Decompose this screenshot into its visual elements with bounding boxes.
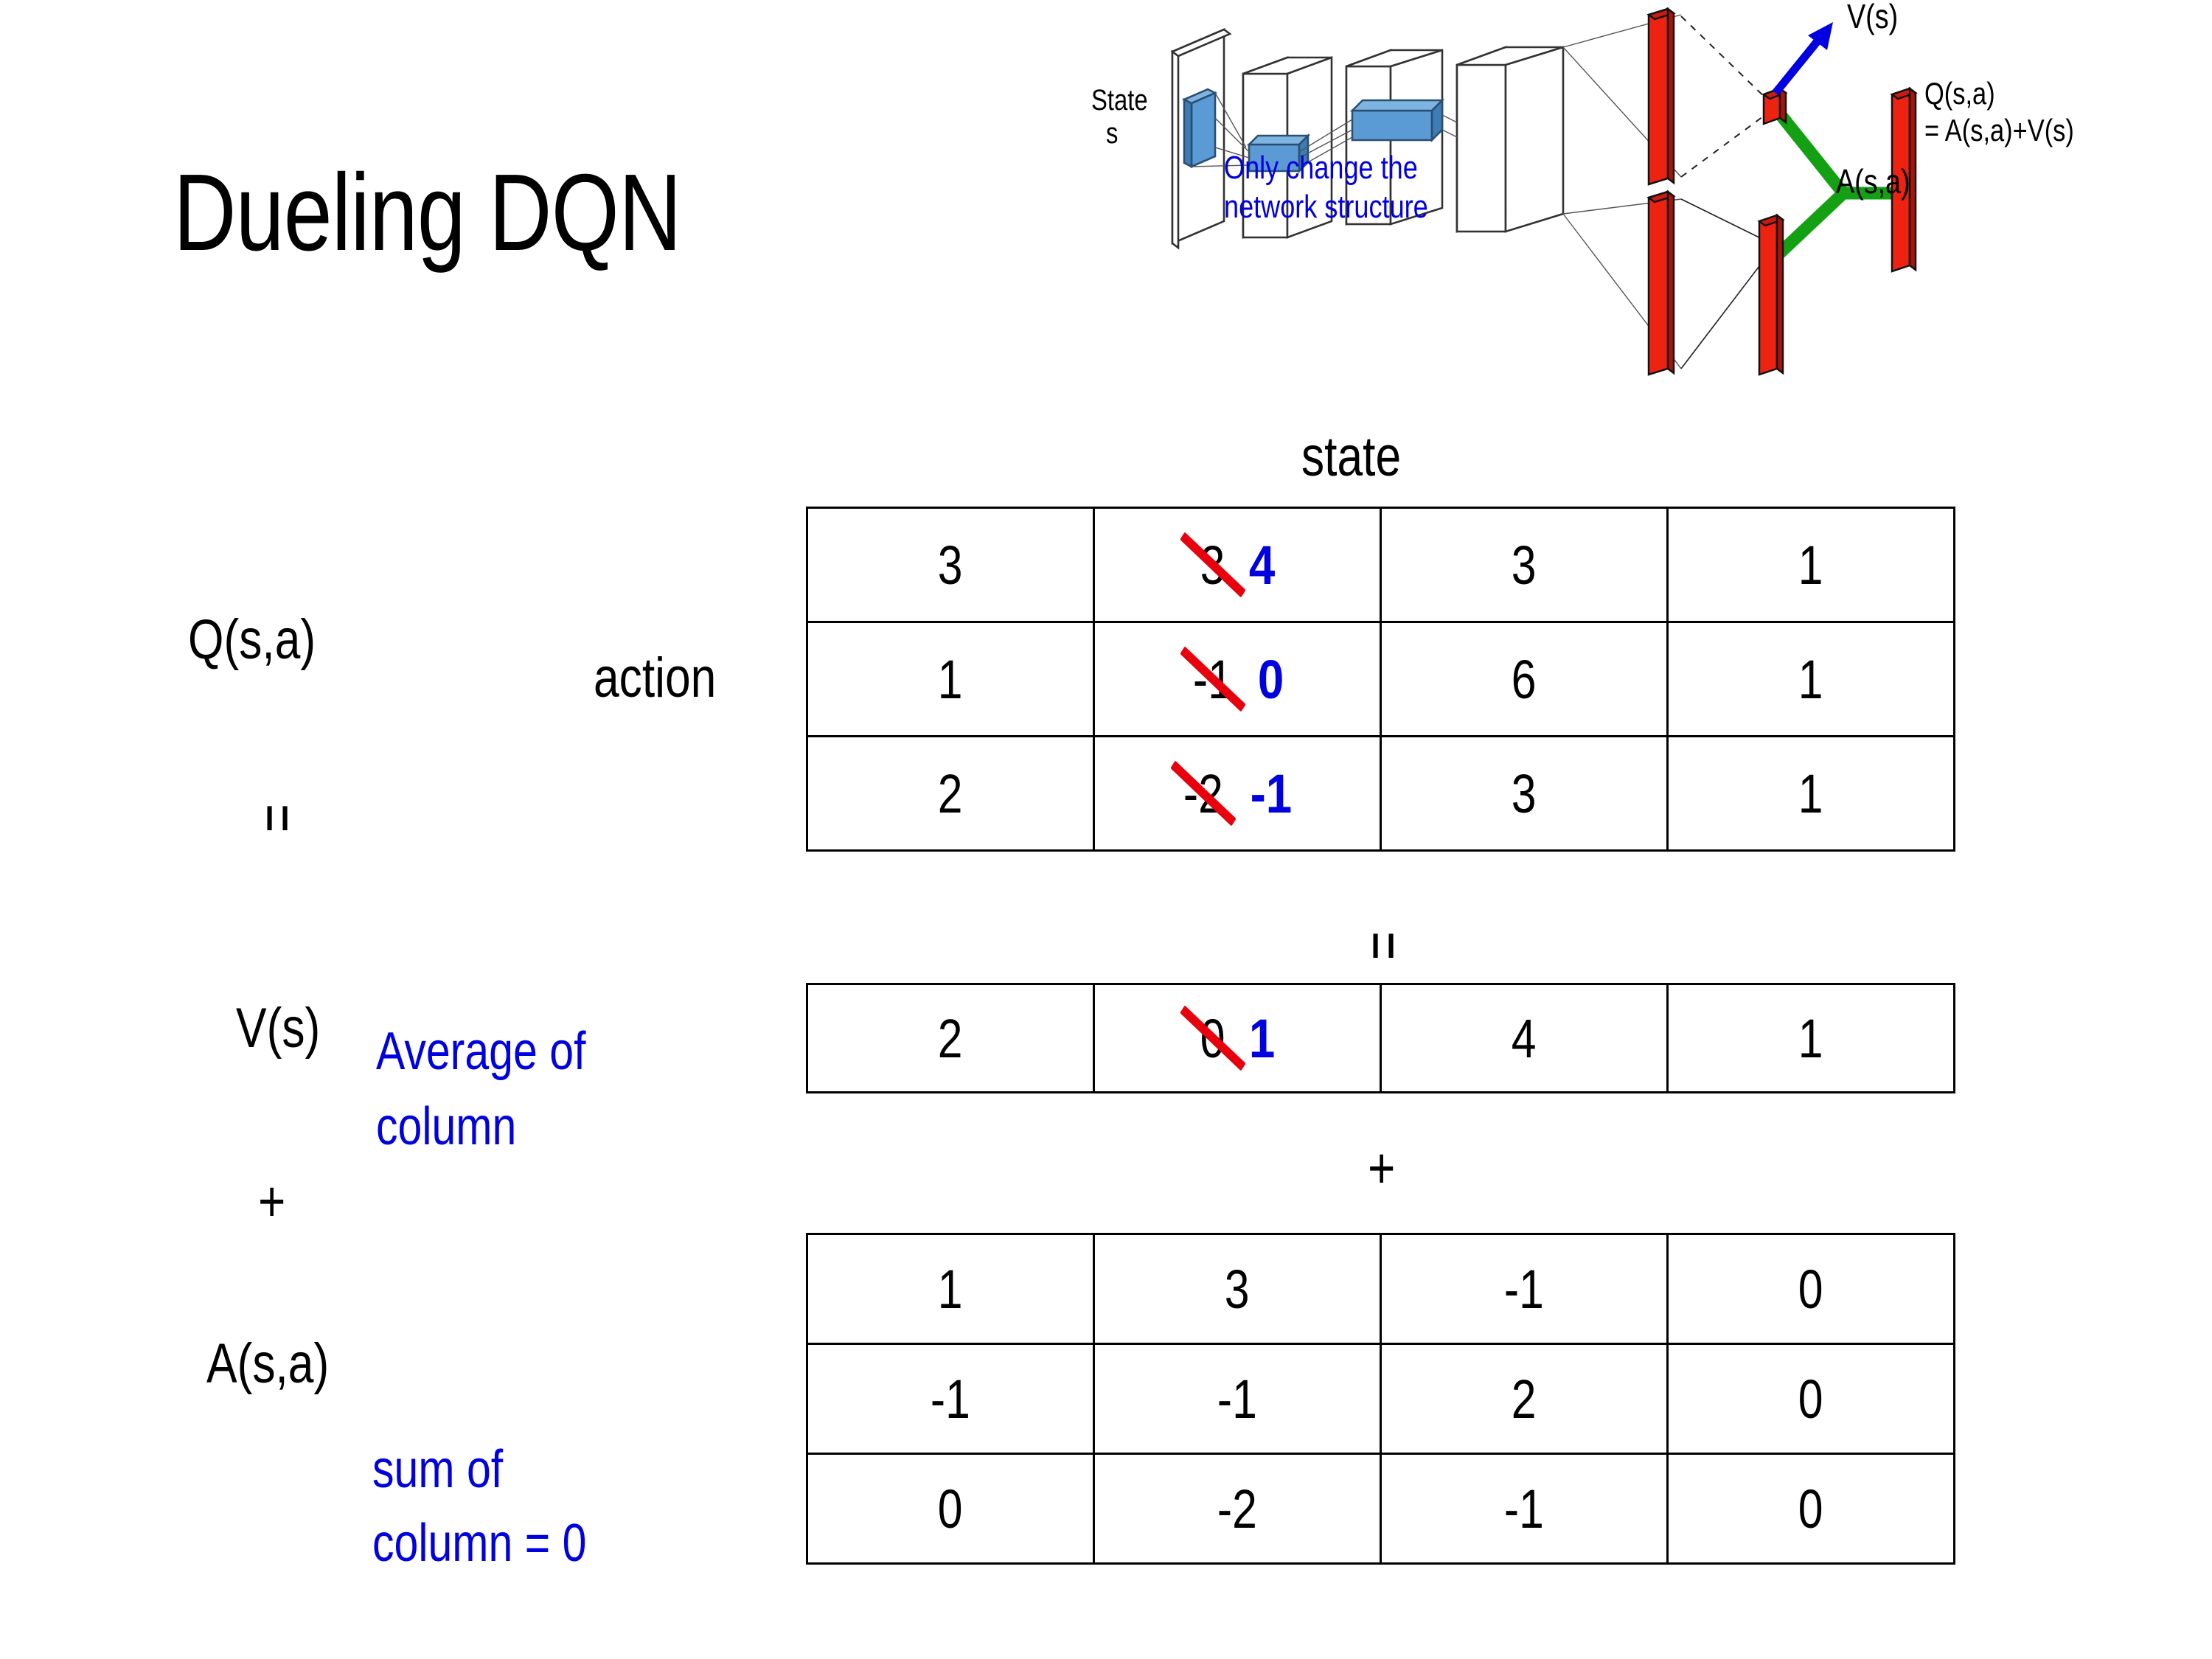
corrected-value: 1 [1248, 1007, 1276, 1069]
page-title: Dueling DQN [173, 152, 682, 274]
a-cell-1-1: -1 [1093, 1343, 1382, 1455]
struck-value: 3 [1179, 532, 1246, 598]
corrected-value: 0 [1258, 648, 1284, 710]
v-cell-0-3: 1 [1666, 983, 1955, 1093]
q-function-label: Q(s,a) [188, 608, 316, 671]
sum-note-line2: column = 0 [372, 1514, 587, 1573]
a-cell-2-1: -2 [1093, 1453, 1382, 1565]
average-note-line2: column [376, 1097, 517, 1156]
diagram-note-line2: network structure [1224, 189, 1428, 225]
v-function-label: V(s) [236, 997, 321, 1060]
equals-sign-2: = [1349, 931, 1419, 961]
table-row: -1 -1 2 0 [806, 1343, 1955, 1455]
a-function-label: A(s,a) [206, 1332, 330, 1395]
a-value-table: 1 3 -1 0 -1 -1 2 0 0 -2 -1 0 [806, 1233, 1955, 1565]
action-axis-label: action [594, 647, 717, 709]
corrected-value: 4 [1248, 534, 1276, 596]
q-cell-2-1: -2 -1 [1093, 735, 1382, 852]
table-row: 1 3 -1 0 [806, 1233, 1955, 1345]
a-cell-0-2: -1 [1380, 1233, 1669, 1345]
table-row: 0 -2 -1 0 [806, 1453, 1955, 1565]
q-cell-0-0: 3 [806, 507, 1095, 623]
a-cell-1-2: 2 [1380, 1343, 1669, 1455]
q-cell-0-3: 1 [1666, 507, 1955, 623]
q-cell-1-2: 6 [1380, 621, 1669, 737]
q-cell-1-3: 1 [1666, 621, 1955, 737]
state-axis-label: state [1301, 425, 1402, 488]
a-cell-2-2: -1 [1380, 1453, 1669, 1565]
a-cell-0-1: 3 [1093, 1233, 1382, 1345]
diagram-state-label-line2: s [1106, 117, 1119, 150]
q-cell-2-3: 1 [1666, 735, 1955, 852]
diagram-q-label-line2: = A(s,a)+V(s) [1924, 113, 2074, 147]
v-value-table: 2 0 1 4 1 [806, 983, 1955, 1093]
plus-sign-left: + [258, 1169, 286, 1234]
table-row: 3 3 4 3 1 [806, 507, 1955, 623]
struck-value: -1 [1179, 646, 1246, 712]
a-cell-1-3: 0 [1666, 1343, 1955, 1455]
dueling-network-diagram: State s Only change the network structur… [1091, 0, 2212, 413]
sum-note-line1: sum of [372, 1440, 504, 1499]
table-row: 2 -2 -1 3 1 [806, 735, 1955, 852]
q-cell-0-1: 3 4 [1093, 507, 1382, 623]
v-cell-0-2: 4 [1380, 983, 1669, 1093]
diagram-advantage-label: A(s,a) [1836, 162, 1910, 201]
struck-value: -2 [1170, 760, 1237, 827]
a-cell-0-3: 0 [1666, 1233, 1955, 1345]
diagram-state-label-line1: State [1091, 84, 1148, 116]
v-cell-0-0: 2 [806, 983, 1095, 1093]
diagram-note-line1: Only change the [1224, 150, 1418, 186]
a-cell-2-3: 0 [1666, 1453, 1955, 1565]
struck-value: 0 [1179, 1005, 1246, 1071]
diagram-value-label: V(s) [1847, 0, 1899, 35]
q-cell-1-0: 1 [806, 621, 1095, 737]
q-cell-1-1: -1 0 [1093, 621, 1382, 737]
q-cell-0-2: 3 [1380, 507, 1669, 623]
a-cell-2-0: 0 [806, 1453, 1095, 1565]
diagram-q-label-line1: Q(s,a) [1924, 76, 1995, 111]
a-cell-0-0: 1 [806, 1233, 1095, 1345]
v-cell-0-1: 0 1 [1093, 983, 1382, 1093]
plus-sign-middle: + [1368, 1135, 1396, 1200]
table-row: 1 -1 0 6 1 [806, 621, 1955, 737]
average-note-line1: Average of [376, 1022, 586, 1081]
equals-sign-1: = [243, 804, 313, 833]
table-row: 2 0 1 4 1 [806, 983, 1955, 1093]
q-cell-2-2: 3 [1380, 735, 1669, 852]
q-value-table: 3 3 4 3 1 1 -1 0 6 1 2 -2 -1 3 1 [806, 507, 1955, 852]
q-cell-2-0: 2 [806, 735, 1095, 852]
corrected-value: -1 [1250, 762, 1293, 824]
a-cell-1-0: -1 [806, 1343, 1095, 1455]
